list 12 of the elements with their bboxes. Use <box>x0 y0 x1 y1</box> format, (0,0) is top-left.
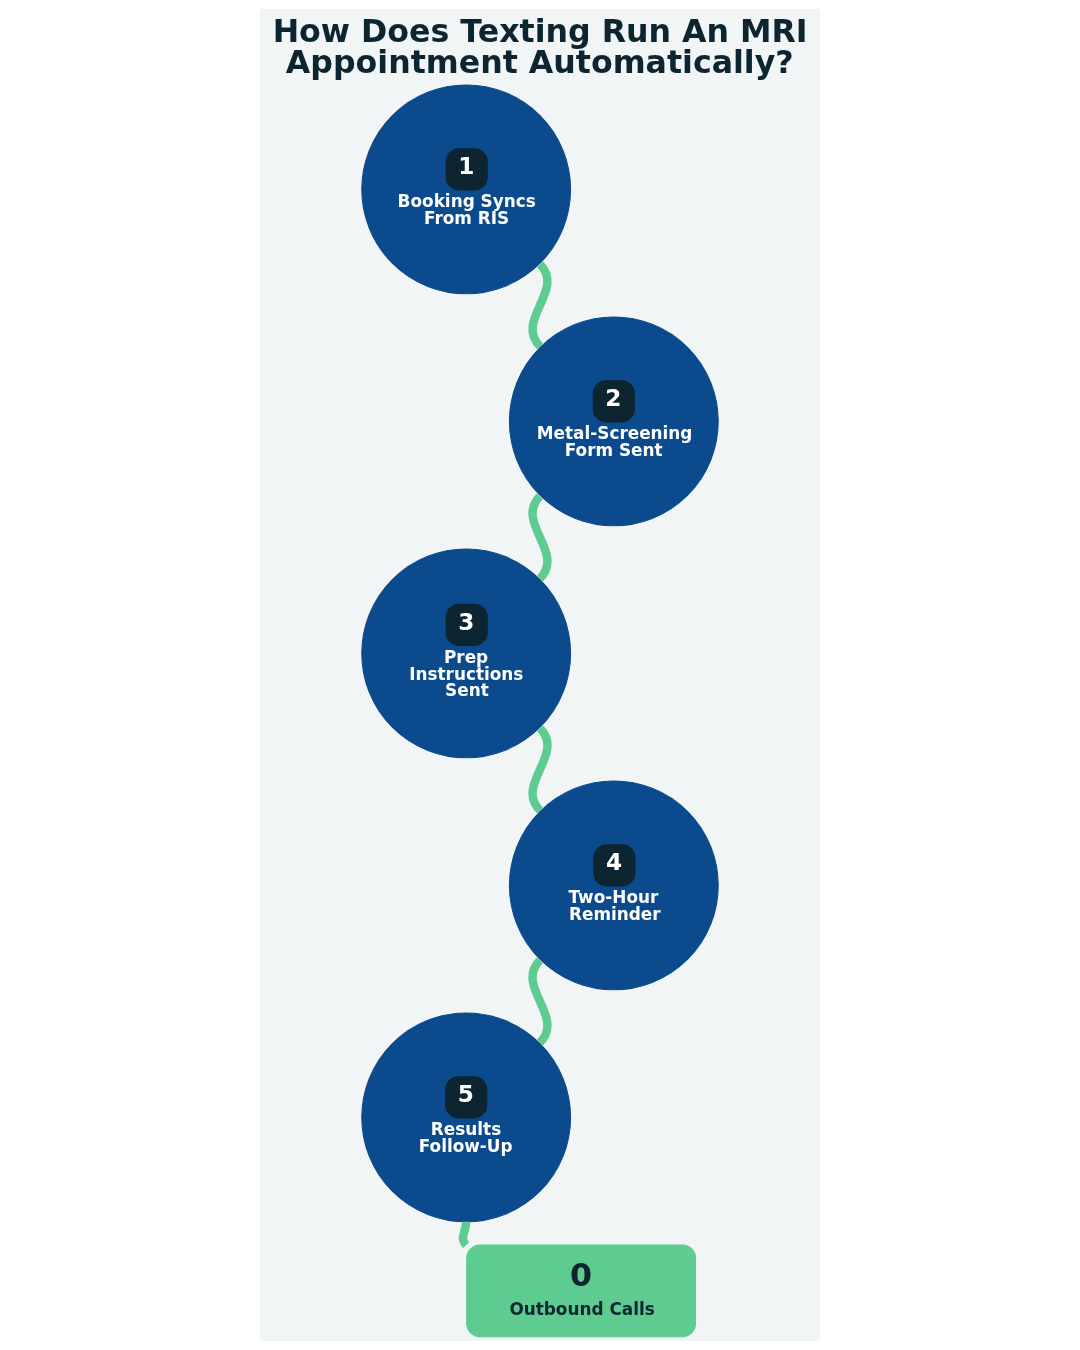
node-circle: 4 Two-Hour Reminder <box>508 780 719 991</box>
connector <box>458 1221 471 1248</box>
node-circle: 5 Results Follow-Up <box>361 1012 572 1223</box>
connector <box>528 957 552 1046</box>
diagram-title: How Does Texting Run An MRI Appointment Automatically? <box>272 12 808 81</box>
connector <box>528 725 552 814</box>
connector <box>528 493 552 582</box>
node-circle: 2 Metal-Screening Form Sent <box>508 316 719 527</box>
connector <box>528 261 552 350</box>
node-circle: 3 Prep Instructions Sent <box>361 548 572 759</box>
node-circle: 1 Booking Syncs From RIS <box>361 84 572 295</box>
node-box: 0 Outbound Calls <box>466 1244 697 1338</box>
